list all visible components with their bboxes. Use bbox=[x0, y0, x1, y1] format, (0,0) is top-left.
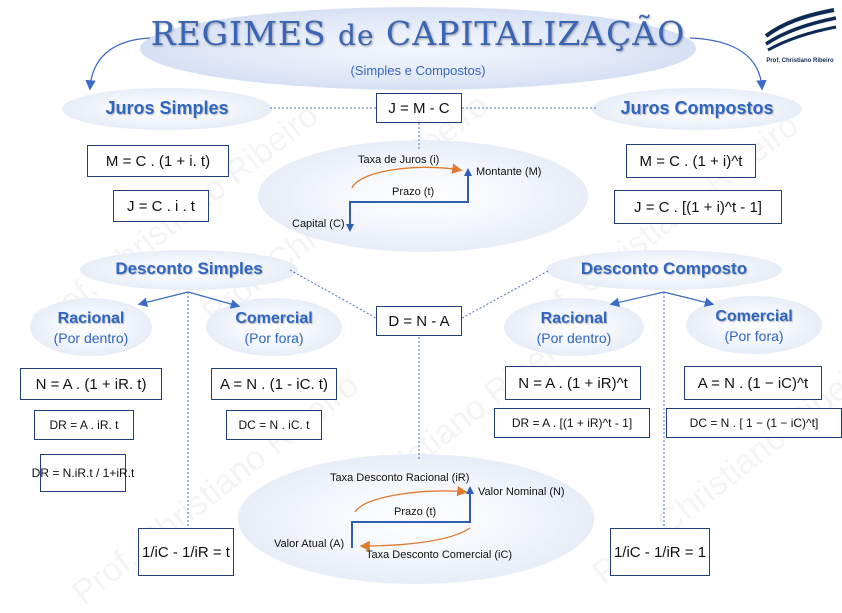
logo: Prof. Christiano Ribeiro bbox=[762, 6, 838, 64]
ds-relacao-taxas-box: 1/iC - 1/iR = t bbox=[138, 528, 234, 576]
dc-comercial-title: Comercial bbox=[715, 308, 793, 325]
juros-compostos-oval bbox=[592, 88, 802, 130]
ds-racional-taxa-box: DR = N.iR.t / 1+iR.t bbox=[32, 454, 134, 492]
label-montante: Montante (M) bbox=[476, 166, 542, 178]
juros-compostos-juros-box: J = C . [(1 + i)^t - 1] bbox=[614, 190, 782, 224]
label-capital: Capital (C) bbox=[292, 218, 345, 230]
ds-comercial-oval bbox=[206, 298, 342, 356]
ds-comercial-desconto: DC = N . iC. t bbox=[238, 418, 310, 432]
ds-racional-title: Racional bbox=[57, 310, 125, 327]
desconto-simples-oval bbox=[80, 250, 298, 290]
dc-racional-sub: (Por dentro) bbox=[536, 330, 612, 346]
dc-racional-desconto: DR = A . [(1 + iR)^t - 1] bbox=[511, 416, 633, 430]
dc-comercial-sub: (Por fora) bbox=[724, 328, 784, 344]
dc-comercial-desconto-box: DC = N . [ 1 − (1 − iC)^t] bbox=[666, 408, 842, 438]
juros-simples-juros: J = C . i . t bbox=[127, 197, 195, 215]
label-taxa-desconto-racional: Taxa Desconto Racional (iR) bbox=[330, 472, 470, 484]
ds-relacao-taxas: 1/iC - 1/iR = t bbox=[142, 543, 230, 561]
title-word-capitalizacao: CAPITALIZAÇÃO bbox=[386, 14, 686, 53]
ds-racional-sub: (Por dentro) bbox=[53, 330, 129, 346]
dc-racional-oval bbox=[504, 298, 644, 356]
ds-comercial-desconto-box: DC = N . iC. t bbox=[226, 410, 322, 440]
desconto-diagram-oval bbox=[238, 454, 594, 584]
juros-compostos-montante: M = C . (1 + i)^t bbox=[639, 152, 743, 170]
title-oval bbox=[140, 7, 696, 90]
desconto-composto-oval bbox=[546, 250, 782, 290]
juros-compostos-heading: Juros Compostos bbox=[620, 98, 774, 118]
label-prazo-desconto: Prazo (t) bbox=[394, 506, 437, 518]
dc-racional-valor: N = A . (1 + iR)^t bbox=[518, 374, 628, 392]
dc-comercial-valor-box: A = N . (1 − iC)^t bbox=[684, 366, 822, 400]
juros-simples-juros-box: J = C . i . t bbox=[113, 190, 209, 222]
ds-comercial-label: Comercial (Por fora) bbox=[206, 310, 342, 346]
ds-racional-valor: N = A . (1 + iR. t) bbox=[35, 375, 147, 393]
juros-compostos-juros: J = C . [(1 + i)^t - 1] bbox=[634, 198, 762, 216]
desconto-simples-heading: Desconto Simples bbox=[115, 259, 263, 278]
ds-comercial-valor: A = N . (1 - iC. t) bbox=[220, 375, 328, 393]
dc-relacao-taxas-box: 1/iC - 1/iR = 1 bbox=[610, 528, 710, 576]
dc-comercial-label: Comercial (Por fora) bbox=[686, 308, 822, 344]
dc-racional-title: Racional bbox=[540, 310, 608, 327]
dc-comercial-valor: A = N . (1 − iC)^t bbox=[697, 374, 809, 392]
juros-simples-oval bbox=[62, 88, 272, 130]
dc-racional-desconto-box: DR = A . [(1 + iR)^t - 1] bbox=[494, 408, 650, 438]
dc-relacao-taxas: 1/iC - 1/iR = 1 bbox=[613, 543, 707, 561]
ds-racional-taxa: DR = N.iR.t / 1+iR.t bbox=[31, 466, 135, 480]
juros-diagram-oval bbox=[258, 140, 588, 252]
ds-racional-desconto-box: DR = A . iR. t bbox=[34, 410, 134, 440]
label-taxa-juros: Taxa de Juros (i) bbox=[358, 154, 440, 166]
label-taxa-desconto-comercial: Taxa Desconto Comercial (iC) bbox=[366, 549, 513, 561]
connectors bbox=[85, 37, 767, 552]
ds-racional-valor-box: N = A . (1 + iR. t) bbox=[20, 368, 162, 400]
dc-racional-label: Racional (Por dentro) bbox=[504, 310, 644, 346]
juros-compostos-montante-box: M = C . (1 + i)^t bbox=[626, 144, 756, 178]
title-word-regimes: REGIMES bbox=[150, 14, 327, 53]
desconto-relation: D = N - A bbox=[388, 312, 450, 330]
page-subtitle: (Simples e Compostos) bbox=[350, 63, 486, 78]
ds-racional-desconto: DR = A . iR. t bbox=[49, 418, 119, 432]
ds-racional-oval bbox=[30, 298, 152, 356]
ds-racional-label: Racional (Por dentro) bbox=[30, 310, 152, 346]
label-valor-atual: Valor Atual (A) bbox=[274, 538, 345, 550]
desconto-composto-heading: Desconto Composto bbox=[580, 259, 748, 278]
dc-racional-valor-box: N = A . (1 + iR)^t bbox=[505, 366, 641, 400]
label-valor-nominal: Valor Nominal (N) bbox=[478, 486, 565, 498]
logo-caption: Prof. Christiano Ribeiro bbox=[766, 58, 834, 64]
label-prazo: Prazo (t) bbox=[392, 186, 435, 198]
desconto-relation-box: D = N - A bbox=[376, 306, 462, 336]
ds-comercial-sub: (Por fora) bbox=[244, 330, 304, 346]
ds-comercial-valor-box: A = N . (1 - iC. t) bbox=[211, 368, 337, 400]
juros-relation-box: J = M - C bbox=[376, 93, 462, 123]
juros-relation: J = M - C bbox=[388, 99, 450, 117]
juros-simples-heading: Juros Simples bbox=[105, 98, 229, 118]
juros-simples-montante: M = C . (1 + i. t) bbox=[105, 152, 211, 170]
title-word-de: de bbox=[338, 19, 375, 52]
page-title: REGIMES de CAPITALIZAÇÃO bbox=[140, 14, 696, 53]
ds-comercial-title: Comercial bbox=[235, 310, 313, 327]
juros-simples-montante-box: M = C . (1 + i. t) bbox=[87, 145, 229, 177]
dc-comercial-desconto: DC = N . [ 1 − (1 − iC)^t] bbox=[689, 416, 819, 430]
logo-waves-icon bbox=[764, 8, 837, 52]
